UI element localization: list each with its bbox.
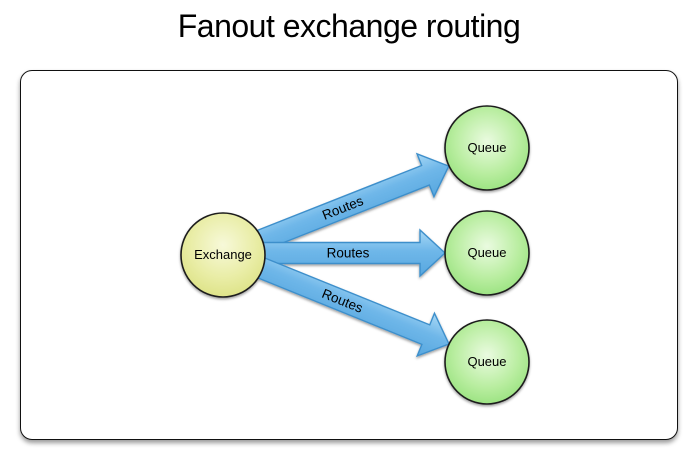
- exchange-circle: [180, 212, 266, 298]
- queue-label: Queue: [467, 140, 506, 155]
- queue-label: Queue: [467, 354, 506, 369]
- page-title: Fanout exchange routing: [177, 8, 521, 44]
- queue-node-2: Queue: [444, 210, 530, 296]
- queue-circle: [444, 105, 530, 191]
- arrow-shape: [254, 256, 450, 358]
- queue-node-1: Queue: [444, 105, 530, 191]
- edge-label: Routes: [327, 246, 370, 261]
- queue-circle: [444, 210, 530, 296]
- arrow-shape: [254, 152, 450, 252]
- edge-routes-middle: Routes: [262, 228, 447, 278]
- queue-circle: [444, 319, 530, 405]
- arrow-shape: [262, 228, 447, 278]
- queue-label: Queue: [467, 245, 506, 260]
- edge-routes-top: Routes: [254, 152, 450, 252]
- queue-node-3: Queue: [444, 319, 530, 405]
- exchange-node: Exchange: [180, 212, 266, 298]
- exchange-label: Exchange: [194, 247, 252, 262]
